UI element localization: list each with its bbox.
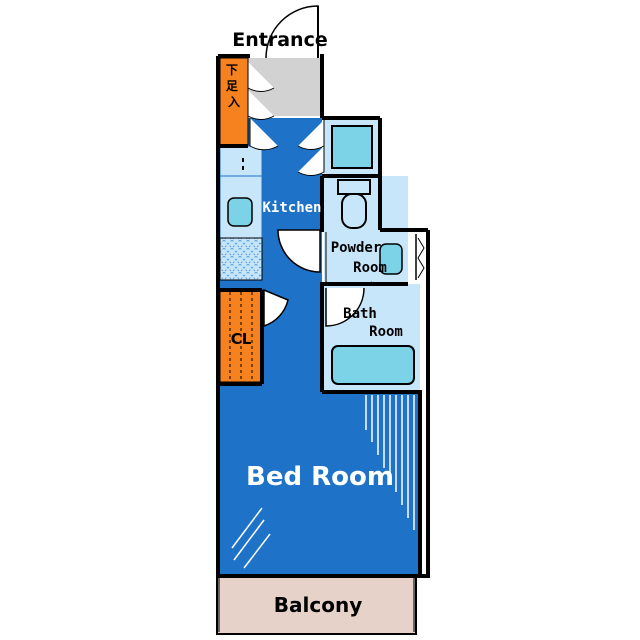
powder-window-2 [417, 237, 425, 279]
shoe-box-char-2: 足 [226, 79, 238, 93]
closet-door-swing [263, 288, 289, 328]
utility-fixture [331, 125, 373, 169]
shoe-box-char-3: 入 [228, 95, 240, 109]
shoe-box-char-1: 下 [226, 63, 238, 77]
bath-room-label-line2: Room [369, 324, 403, 340]
utility-door-lower [297, 146, 325, 176]
powder-room-label-line2: Room [353, 260, 387, 276]
toilet-bowl [341, 193, 367, 229]
toilet-tank [337, 179, 371, 195]
entrance-label: Entrance [232, 29, 327, 51]
powder-room-sink [379, 243, 403, 275]
bath-room-label-line1: Bath [343, 306, 377, 322]
kitchen-door-swing [249, 118, 279, 151]
kitchen-label: Kitchen [262, 200, 321, 216]
balcony-label: Balcony [274, 593, 362, 617]
window-stripes [231, 395, 415, 569]
walls [216, 54, 430, 578]
bath-room-door-swing [325, 287, 365, 327]
kitchen-counter-top [219, 145, 263, 177]
entrance-door-swing [265, 5, 319, 59]
kitchen-sink [227, 197, 253, 227]
bathtub [331, 345, 415, 385]
bed-room-label: Bed Room [246, 462, 394, 492]
bedroom-door-swing-upper [277, 229, 321, 273]
powder-room-label-line1: Powder [331, 240, 382, 256]
shoe-box-label: 下 足 入 [226, 63, 242, 109]
washing-machine-space [219, 237, 263, 281]
balcony-floor [216, 575, 417, 635]
closet-label: CL [231, 330, 252, 348]
